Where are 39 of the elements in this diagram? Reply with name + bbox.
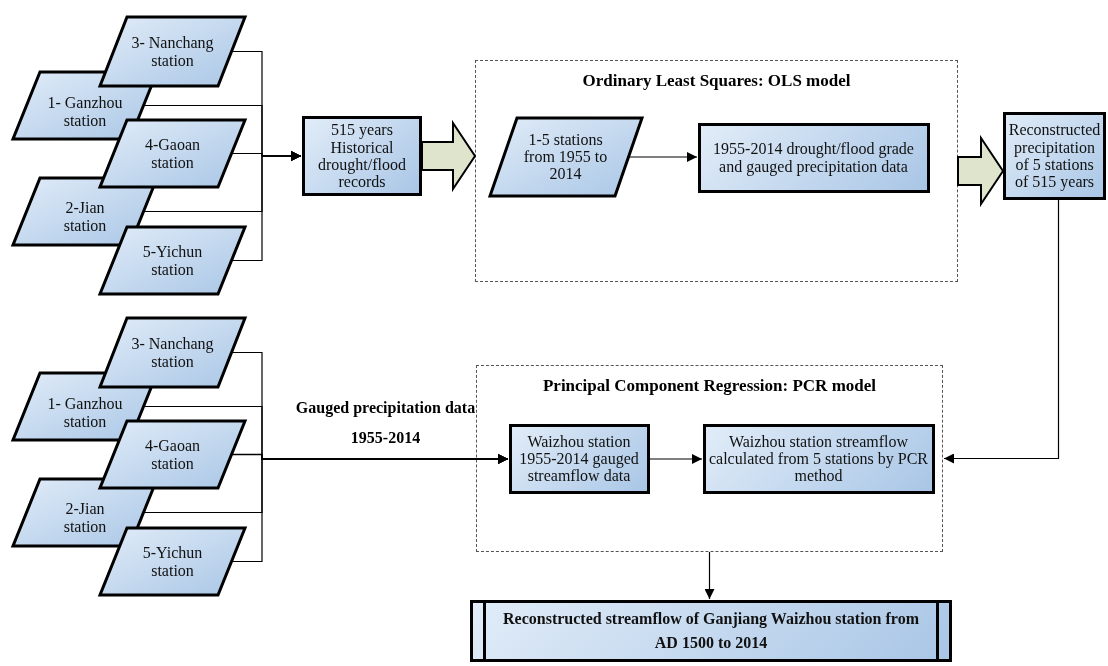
process-box [302,116,422,196]
node-text: 3- Nanchang station [131,34,214,69]
node-text: 1- Ganzhou station [46,395,124,430]
block-arrow [957,134,1005,208]
node-text: 1-5 stations from 1955 to 2014 [522,130,609,183]
node-text: 1- Ganzhou station [46,94,124,129]
connector-arrow [704,551,715,600]
process-box [702,423,935,494]
data-parallelogram [100,17,245,86]
dashed-group-frame [475,60,958,282]
connector-arrow [230,151,302,262]
node-text: 2-Jian station [62,199,108,234]
data-parallelogram [100,318,245,387]
process-box [1003,112,1106,200]
edge-label: Gauged precipitation data 1955-2014 [294,398,477,449]
node-text: 515 years Historical drought/flood records [317,121,407,191]
dashed-group-frame [476,365,943,552]
connector-arrow [649,454,703,464]
process-box [508,423,650,494]
connector-arrow [230,454,509,563]
node-text: Waizhou station 1955-2014 gauged streamflow data [518,432,640,485]
node-text: 2-Jian station [62,500,108,535]
node-text: Reconstructed precipitation of 5 stations of 515 years [1008,121,1101,191]
connector-arrow [943,199,1060,464]
predefined-process-box [470,600,952,662]
block-arrow [421,119,477,193]
group-title: Principal Component Regression: PCR model [541,376,878,396]
data-parallelogram [489,117,642,196]
node-text: 4-Gaoan station [143,136,202,171]
group-title: Ordinary Least Squares: OLS model [581,71,852,91]
node-text: 4-Gaoan station [143,437,202,472]
node-text: Waizhou station streamflow calculated from 5 stations by PCR method [707,432,930,485]
connector-arrow [627,152,698,162]
node-text: 3- Nanchang station [131,335,214,370]
process-box [697,122,930,193]
node-text: 1955-2014 drought/flood grade and gauged precipitation data [712,140,915,175]
node-text: 5-Yichun station [141,544,204,579]
node-text: 5-Yichun station [141,243,204,278]
node-text: Reconstructed streamflow of Ganjiang Waizhou station from AD 1500 to 2014 [503,609,919,653]
